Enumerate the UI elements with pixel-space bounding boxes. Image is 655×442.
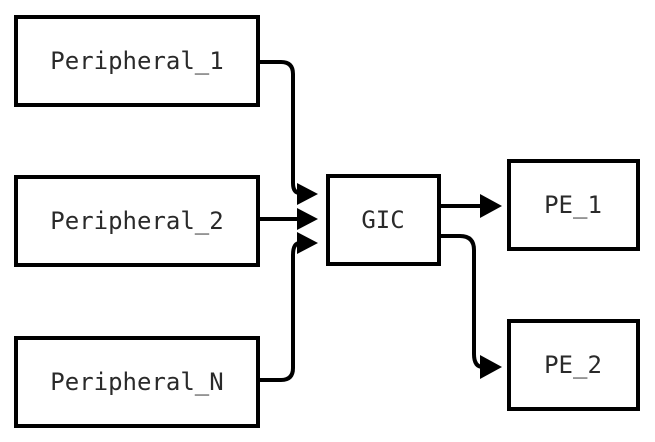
node-label: Peripheral_N — [50, 368, 223, 396]
edges — [258, 60, 502, 382]
node-box — [14, 15, 260, 107]
edge-gic-to-pe-1 — [438, 194, 502, 218]
node-label: GIC — [361, 206, 404, 234]
node-label: PE_1 — [544, 191, 602, 219]
node-box — [326, 174, 441, 266]
node-peripheral-2: Peripheral_2 — [14, 175, 260, 267]
node-label: PE_2 — [544, 351, 602, 379]
node-peripheral-1: Peripheral_1 — [14, 15, 260, 107]
node-box — [14, 336, 260, 428]
edge-gic-to-pe-2 — [438, 234, 502, 379]
node-label: Peripheral_2 — [50, 207, 223, 235]
node-peripheral-n: Peripheral_N — [14, 336, 260, 428]
node-gic: GIC — [326, 174, 441, 266]
node-box — [507, 159, 640, 251]
node-pe-1: PE_1 — [507, 159, 640, 251]
edge-peripheral-2-to-gic — [258, 208, 318, 230]
edge-peripheral-1-to-gic — [258, 60, 318, 205]
node-pe-2: PE_2 — [507, 319, 640, 411]
node-box — [14, 175, 260, 267]
node-label: Peripheral_1 — [50, 47, 223, 75]
node-box — [507, 319, 640, 411]
edge-peripheral-n-to-gic — [258, 232, 318, 382]
